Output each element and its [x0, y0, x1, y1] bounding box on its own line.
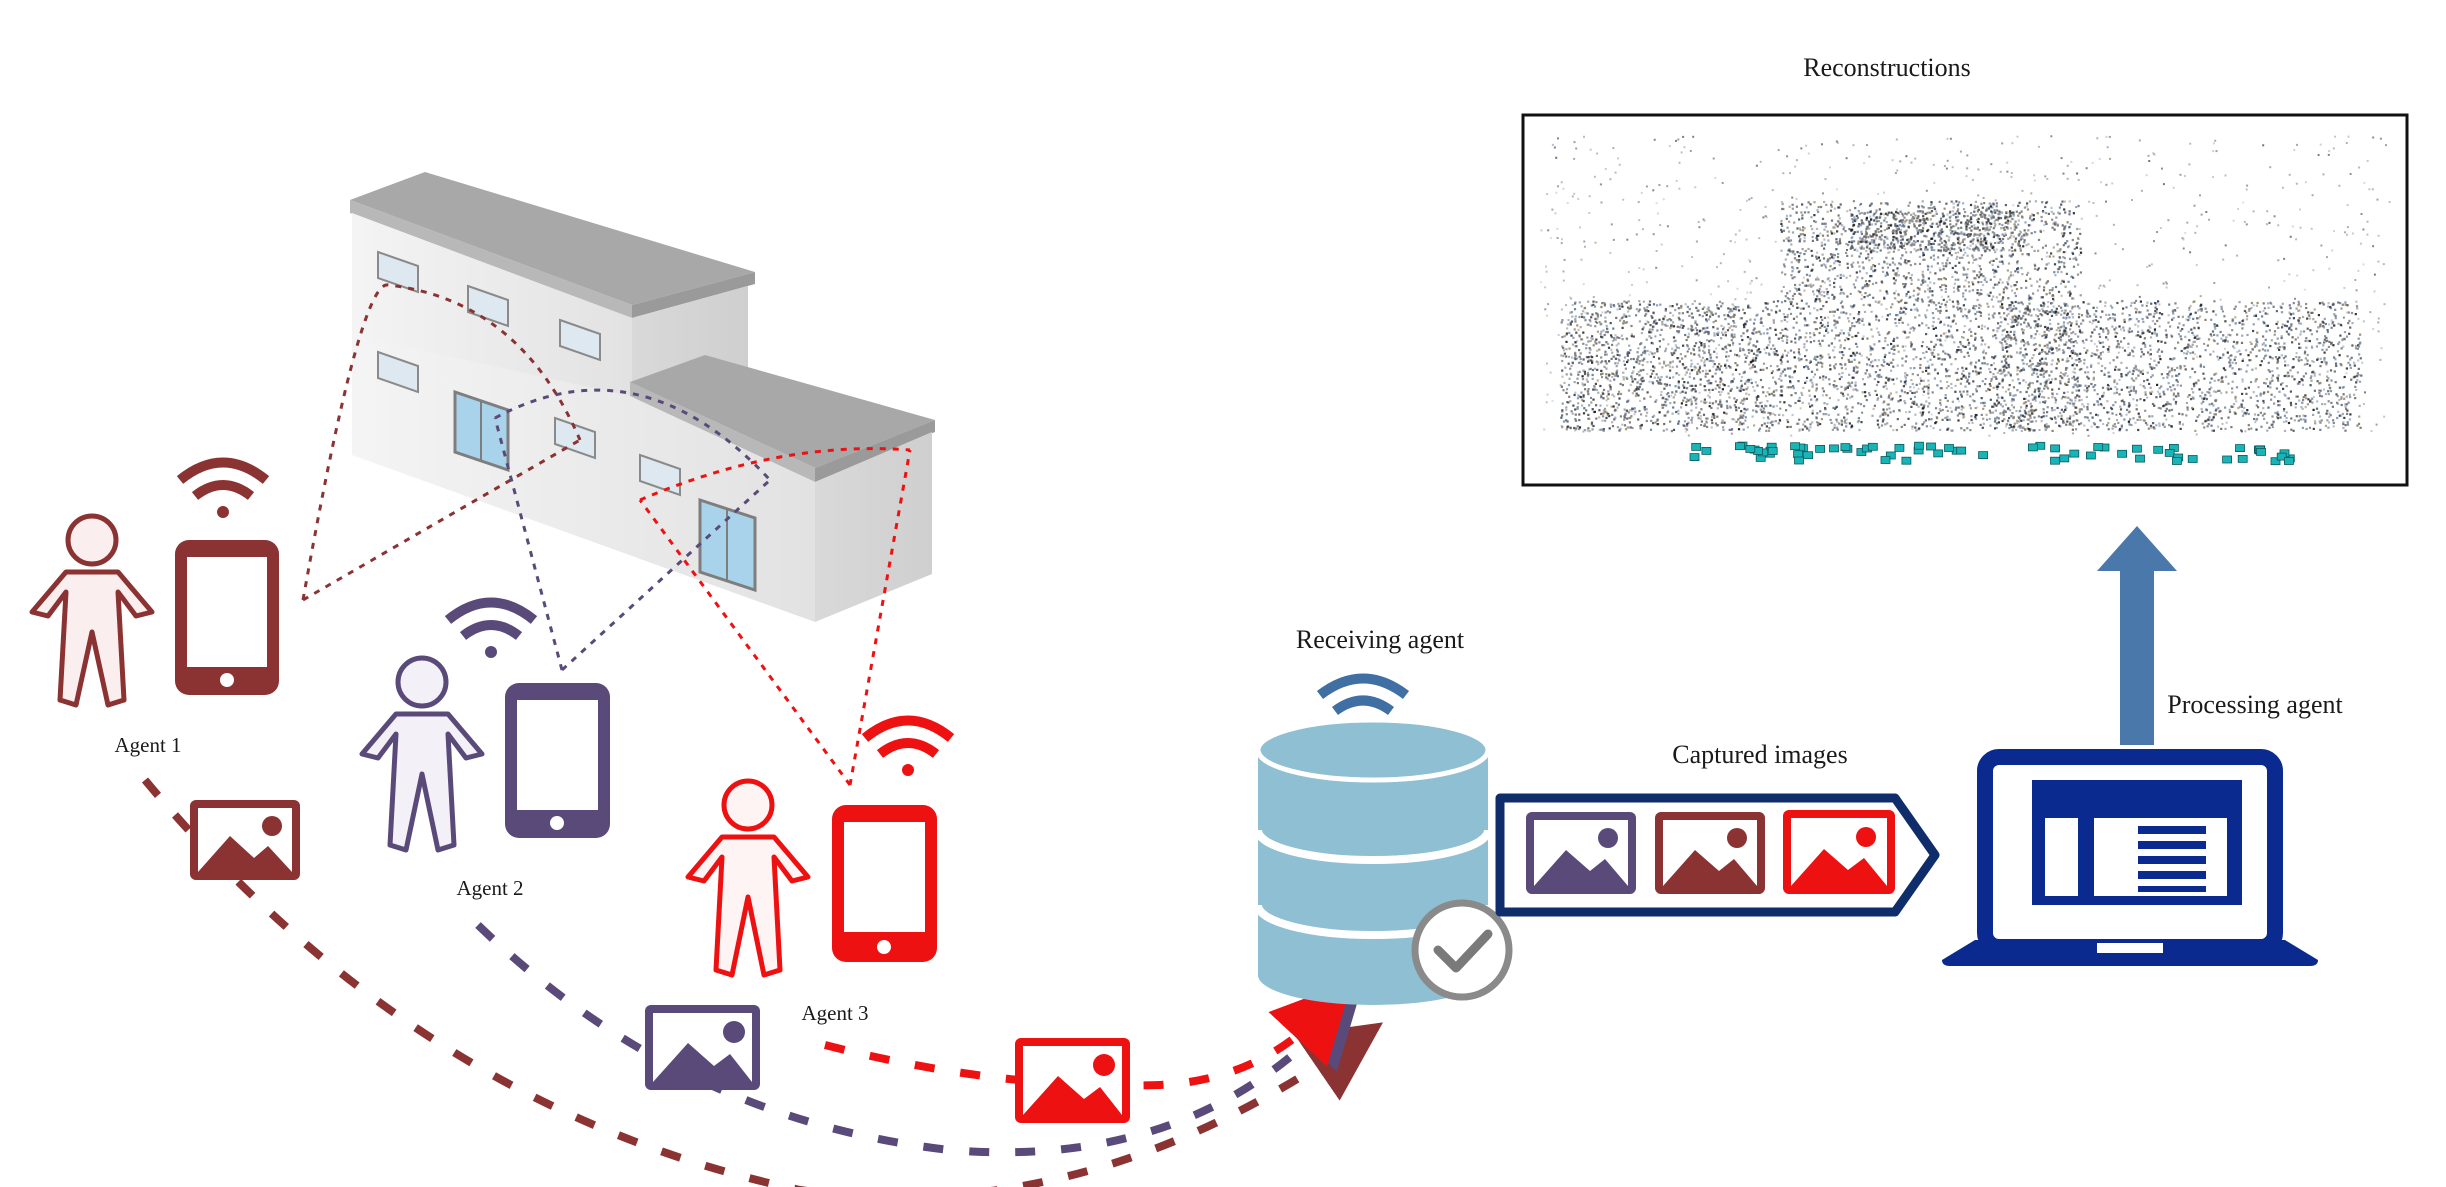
image-icon	[645, 1005, 760, 1090]
agent-3-label: Agent 3	[801, 1001, 868, 1025]
agent-1: Agent 1	[29, 457, 300, 880]
person-icon	[685, 778, 811, 978]
laptop-icon	[1942, 749, 2318, 966]
processing-agent-label: Processing agent	[2167, 690, 2343, 719]
camera-poses	[1689, 441, 2295, 466]
agent3-transfer-path	[824, 980, 1353, 1090]
camera-frustums	[301, 283, 912, 786]
receiving-agent-label: Receiving agent	[1296, 625, 1465, 654]
wifi-icon	[176, 457, 270, 518]
agent-3: Agent 3	[685, 715, 1130, 1123]
agent2-transfer-path	[475, 922, 1363, 1157]
person-icon	[29, 513, 155, 708]
smartphone-icon	[832, 805, 937, 962]
captured-images-label: Captured images	[1672, 740, 1847, 769]
building-icon	[350, 172, 935, 622]
image-icon	[190, 800, 300, 880]
captured-images-strip	[1495, 793, 1940, 917]
person-icon	[359, 655, 485, 853]
wifi-icon	[444, 597, 538, 658]
agent-2: Agent 2	[359, 597, 760, 1090]
check-icon	[1411, 899, 1513, 1001]
wifi-icon	[861, 715, 955, 776]
image-icon	[1655, 812, 1765, 894]
image-icon	[1015, 1038, 1130, 1123]
arrow-up-icon	[2097, 526, 2177, 745]
agent-1-label: Agent 1	[114, 733, 181, 757]
agent-2-label: Agent 2	[456, 876, 523, 900]
point-cloud	[1540, 135, 2391, 437]
smartphone-icon	[505, 683, 610, 838]
reconstructions-label: Reconstructions	[1803, 53, 1971, 82]
image-icon	[1526, 812, 1636, 894]
smartphone-icon	[175, 540, 279, 695]
agent1-transfer-path	[141, 777, 1384, 1187]
point-cloud-panel	[1521, 113, 2409, 487]
image-icon	[1783, 810, 1895, 894]
